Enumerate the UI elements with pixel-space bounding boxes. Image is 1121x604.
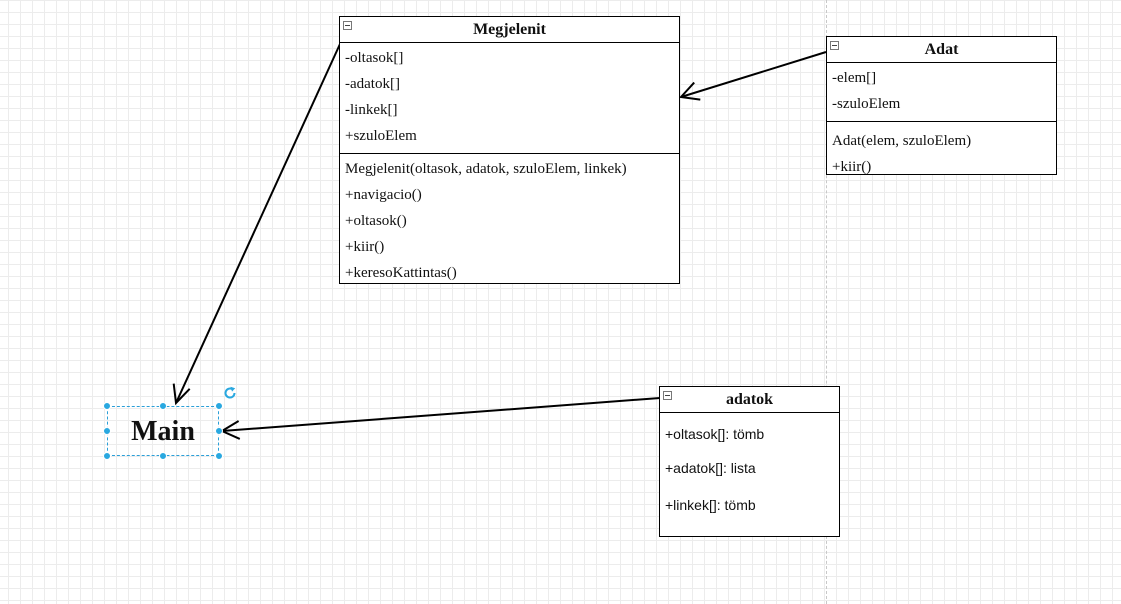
- main-shape-label: Main: [131, 416, 195, 447]
- connector-megjelenit-main[interactable]: [175, 43, 341, 404]
- attribute-row[interactable]: -adatok[]: [345, 76, 400, 92]
- class-adat-header[interactable]: Adat: [827, 37, 1056, 63]
- method-row[interactable]: Adat(elem, szuloElem): [832, 133, 972, 149]
- collapse-icon[interactable]: [663, 391, 672, 400]
- class-adat-methods: Adat(elem, szuloElem) +kiir(): [827, 122, 1056, 184]
- collapse-icon[interactable]: [830, 41, 839, 50]
- attribute-row[interactable]: -oltasok[]: [345, 50, 404, 66]
- rotate-icon[interactable]: [223, 386, 237, 400]
- resize-handle-top-right[interactable]: [215, 402, 223, 410]
- resize-handle-top-left[interactable]: [103, 402, 111, 410]
- attribute-row[interactable]: -szuloElem: [832, 96, 901, 112]
- resize-handle-bottom-left[interactable]: [103, 452, 111, 460]
- attribute-row[interactable]: +szuloElem: [345, 128, 417, 144]
- class-megjelenit-attributes: -oltasok[] -adatok[] -linkek[] +szuloEle…: [340, 43, 679, 154]
- attribute-row[interactable]: -elem[]: [832, 70, 877, 86]
- page-break-line: [826, 0, 827, 604]
- attribute-row[interactable]: +linkek[]: tömb: [665, 497, 756, 513]
- resize-handle-left[interactable]: [103, 427, 111, 435]
- attribute-row[interactable]: -linkek[]: [345, 102, 398, 118]
- method-row[interactable]: +kiir(): [832, 159, 872, 175]
- method-row[interactable]: +navigacio(): [345, 187, 422, 203]
- main-shape[interactable]: Main: [107, 406, 219, 456]
- resize-handle-bottom[interactable]: [159, 452, 167, 460]
- class-adat[interactable]: Adat -elem[] -szuloElem Adat(elem, szulo…: [826, 36, 1057, 175]
- resize-handle-right[interactable]: [215, 427, 223, 435]
- class-adat-attributes: -elem[] -szuloElem: [827, 63, 1056, 122]
- method-row[interactable]: +keresoKattintas(): [345, 265, 457, 281]
- method-row[interactable]: +oltasok(): [345, 213, 407, 229]
- method-row[interactable]: Megjelenit(oltasok, adatok, szuloElem, l…: [345, 161, 627, 177]
- class-adatok-attributes: +oltasok[]: tömb +adatok[]: lista +linke…: [660, 413, 839, 529]
- class-megjelenit-header[interactable]: Megjelenit: [340, 17, 679, 43]
- method-row[interactable]: +kiir(): [345, 239, 385, 255]
- collapse-icon[interactable]: [343, 21, 352, 30]
- class-megjelenit-methods: Megjelenit(oltasok, adatok, szuloElem, l…: [340, 154, 679, 290]
- class-adatok[interactable]: adatok +oltasok[]: tömb +adatok[]: lista…: [659, 386, 840, 537]
- resize-handle-bottom-right[interactable]: [215, 452, 223, 460]
- attribute-row[interactable]: +oltasok[]: tömb: [665, 426, 765, 442]
- class-adatok-name: adatok: [725, 391, 774, 408]
- attribute-row[interactable]: +adatok[]: lista: [665, 460, 756, 476]
- class-megjelenit-name: Megjelenit: [473, 21, 546, 38]
- connector-adat-megjelenit[interactable]: [680, 51, 827, 98]
- class-megjelenit[interactable]: Megjelenit -oltasok[] -adatok[] -linkek[…: [339, 16, 680, 284]
- resize-handle-top[interactable]: [159, 402, 167, 410]
- connector-adatok-main[interactable]: [221, 397, 661, 432]
- class-adatok-header[interactable]: adatok: [660, 387, 839, 413]
- connector-megjelenit-main-arrowhead: [172, 383, 191, 406]
- connector-adat-megjelenit-arrowhead: [678, 81, 701, 101]
- class-adat-name: Adat: [924, 41, 959, 58]
